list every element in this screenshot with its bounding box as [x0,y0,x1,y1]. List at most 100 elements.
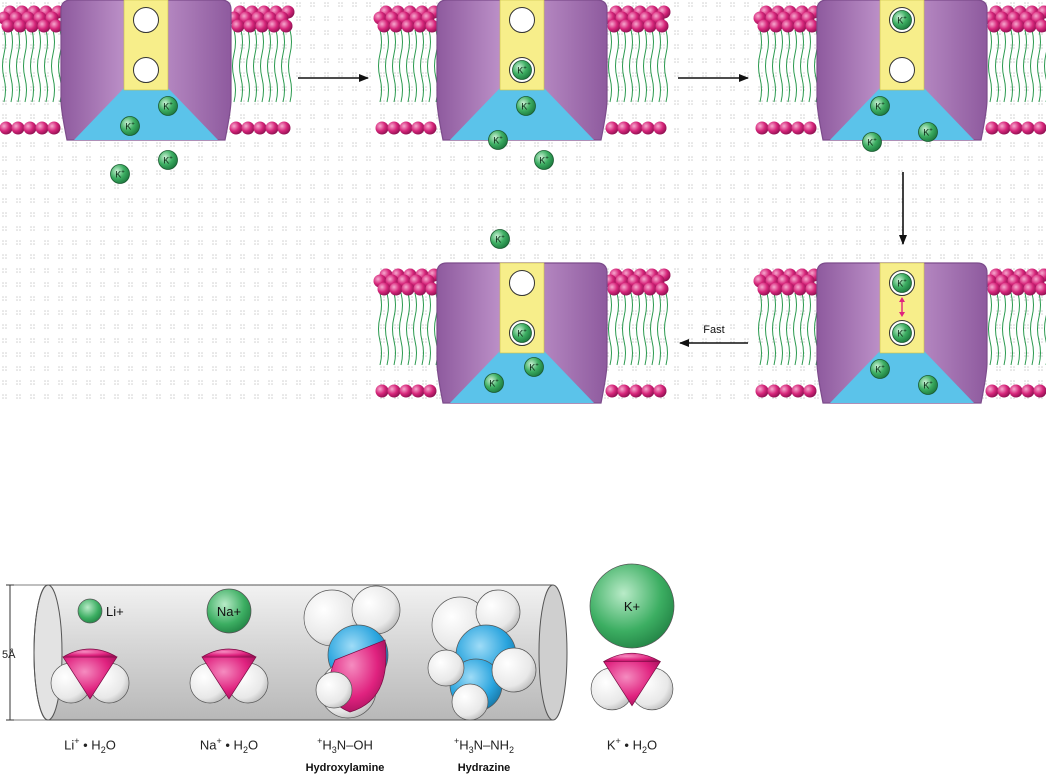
lipid-head [1022,122,1035,135]
lipid-head [414,20,427,33]
lipid-head [376,122,389,135]
lipid-head [630,385,643,398]
tube-right-end [539,585,567,720]
molecule-formula: +H3N–OH [285,736,405,755]
lipid-head [792,122,805,135]
lipid-head [988,283,1001,296]
lipid-head [38,20,51,33]
empty-site [510,271,535,296]
lipid-head [1010,385,1023,398]
lipid-head [988,20,1001,33]
lipid-head [998,122,1011,135]
lipid-head [654,385,667,398]
potassium-ion: K+ [510,321,535,346]
lipid-head [402,283,415,296]
lipid-head [280,20,293,33]
potassium-ion: K+ [159,97,178,116]
lipid-head [1034,385,1046,398]
lipid-head [998,385,1011,398]
lipid-head [804,122,817,135]
empty-site [890,58,915,83]
potassium-ion: K+ [510,58,535,83]
lipid-head [794,20,807,33]
lipid-head [1010,122,1023,135]
lipid-head [986,122,999,135]
potassium-ion: K+ [890,321,915,346]
empty-site [134,8,159,33]
lipid-head [1024,283,1037,296]
potassium-ion: K+ [159,151,178,170]
lipid-head [390,20,403,33]
potassium-ion: K+ [485,374,504,393]
lipid-head [642,385,655,398]
lipid-head [1034,122,1046,135]
lipid-head [278,122,291,135]
lipid-head [794,283,807,296]
lipid-head [792,385,805,398]
potassium-ion: K+ [489,131,508,150]
lipid-head [24,122,37,135]
lipid-head [36,122,49,135]
potassium-ion: K+ [517,97,536,116]
lipid-head [254,122,267,135]
lithium-label: Li+ [106,604,124,619]
lipid-head [2,20,15,33]
lipid-head [642,122,655,135]
lipid-head [632,20,645,33]
potassium-ion: K+ [121,117,140,136]
potassium-ion: K+ [863,133,882,152]
scale-label: 5Å [2,648,16,661]
lipid-head [758,20,771,33]
lipid-head [424,385,437,398]
lipid-head [606,122,619,135]
lipid-head [378,283,391,296]
lipid-head [390,283,403,296]
empty-site [134,58,159,83]
lipid-head [782,283,795,296]
lipid-head [376,385,389,398]
lipid-head [412,122,425,135]
molecule-formula: K+ • H2O [572,736,692,755]
lipid-head [758,283,771,296]
lipid-head [424,122,437,135]
lipid-head [780,385,793,398]
lithium-ion [78,599,102,623]
lipid-head [768,122,781,135]
lipid-head [12,122,25,135]
lipid-head [644,20,657,33]
fast-label: Fast [703,324,724,336]
lipid-head [606,385,619,398]
hydrogen-atom [316,672,352,708]
potassium-ion: K+ [535,151,554,170]
molecule-formula: Na+ • H2O [169,736,289,755]
lipid-head [756,122,769,135]
lipid-head [402,20,415,33]
lipid-head [268,20,281,33]
lipid-head [1012,20,1025,33]
lipid-head [1000,20,1013,33]
lipid-head [804,385,817,398]
lipid-head [230,122,243,135]
empty-site [510,8,535,33]
lipid-head [400,385,413,398]
lipid-head [14,20,27,33]
lipid-head [618,122,631,135]
lipid-head [608,20,621,33]
lipid-head [782,20,795,33]
lipid-head [1022,385,1035,398]
potassium-ion: K+ [890,271,915,296]
lipid-head [256,20,269,33]
lipid-head [620,20,633,33]
lipid-head [1024,20,1037,33]
potassium-ion: K+ [871,360,890,379]
lipid-head [0,122,13,135]
lipid-head [1000,283,1013,296]
potassium-ion: K+ [919,123,938,142]
hydrogen-atom [492,648,536,692]
lipid-head [26,20,39,33]
potassium-ion: K+ [919,376,938,395]
molecule-formula: Li+ • H2O [30,736,150,755]
lipid-head [378,20,391,33]
lipid-head [608,283,621,296]
